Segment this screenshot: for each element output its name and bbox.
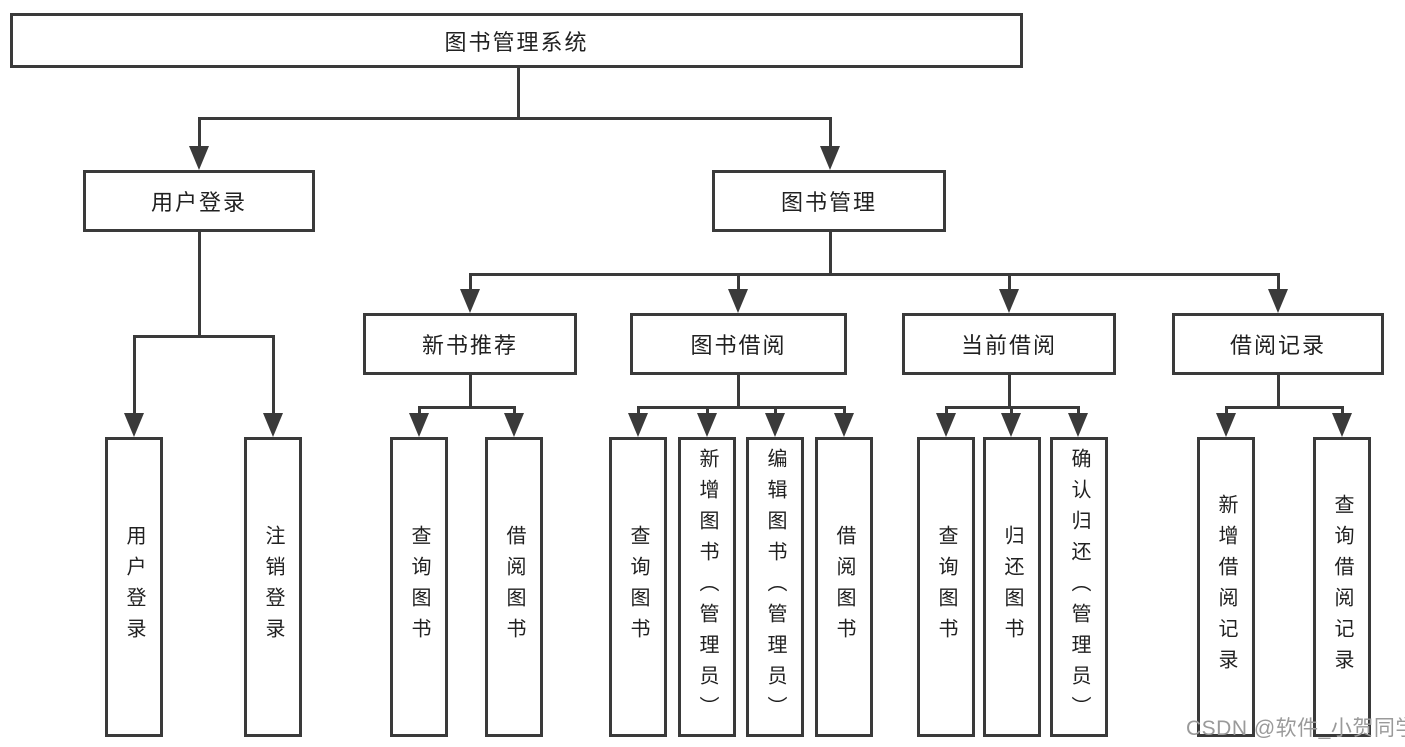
connector-line xyxy=(418,406,421,415)
leaf-borrow-books-recommend-label: 借阅图书 xyxy=(503,525,525,649)
arrow-down-icon xyxy=(1001,413,1021,437)
leaf-query-books-borrowing-label: 查询图书 xyxy=(627,525,649,649)
leaf-logout: 注销登录 xyxy=(244,437,302,737)
connector-line xyxy=(706,406,709,415)
arrow-down-icon xyxy=(765,413,785,437)
node-root: 图书管理系统 xyxy=(10,13,1023,68)
arrow-down-icon xyxy=(189,146,209,170)
connector-line xyxy=(198,117,201,149)
node-book-management: 图书管理 xyxy=(712,170,946,232)
connector-line xyxy=(737,375,740,409)
connector-line xyxy=(513,406,516,415)
connector-line xyxy=(133,335,136,415)
arrow-down-icon xyxy=(1068,413,1088,437)
connector-line xyxy=(469,375,472,409)
node-borrowing-records-label: 借阅记录 xyxy=(1229,333,1326,358)
connector-line xyxy=(829,117,832,149)
leaf-query-books-recommend: 查询图书 xyxy=(390,437,448,737)
connector-line xyxy=(1277,375,1280,409)
node-current-borrowing: 当前借阅 xyxy=(902,313,1116,375)
node-new-book-recommendation: 新书推荐 xyxy=(363,313,577,375)
arrow-down-icon xyxy=(1268,289,1288,313)
leaf-add-borrow-record: 新增借阅记录 xyxy=(1197,437,1255,737)
connector-line xyxy=(1010,406,1013,415)
connector-line xyxy=(737,273,740,293)
connector-line xyxy=(1277,273,1280,293)
connector-line xyxy=(418,406,515,409)
connector-line xyxy=(1008,273,1011,293)
leaf-borrow-books-borrowing-label: 借阅图书 xyxy=(833,525,855,649)
leaf-return-books-label: 归还图书 xyxy=(1001,525,1023,649)
leaf-query-books-recommend-label: 查询图书 xyxy=(408,525,430,649)
connector-line xyxy=(469,273,1280,276)
arrow-down-icon xyxy=(628,413,648,437)
node-root-label: 图书管理系统 xyxy=(444,29,589,55)
connector-line xyxy=(1077,406,1080,415)
leaf-query-books-current: 查询图书 xyxy=(917,437,975,737)
node-user-login-label: 用户登录 xyxy=(150,190,247,215)
connector-line xyxy=(1341,406,1344,415)
arrow-down-icon xyxy=(820,146,840,170)
leaf-query-borrow-record: 查询借阅记录 xyxy=(1313,437,1371,737)
arrow-down-icon xyxy=(697,413,717,437)
leaf-logout-label: 注销登录 xyxy=(262,525,284,649)
arrow-down-icon xyxy=(504,413,524,437)
connector-line xyxy=(637,406,640,415)
arrow-down-icon xyxy=(936,413,956,437)
leaf-edit-book-admin: 编辑图书（管理员） xyxy=(746,437,804,737)
connector-line xyxy=(829,232,832,276)
connector-line xyxy=(198,117,832,120)
leaf-borrow-books-recommend: 借阅图书 xyxy=(485,437,543,737)
arrow-down-icon xyxy=(728,289,748,313)
connector-line xyxy=(517,66,520,120)
leaf-add-book-admin-label: 新增图书（管理员） xyxy=(696,447,718,727)
leaf-add-borrow-record-label: 新增借阅记录 xyxy=(1215,494,1237,680)
leaf-user-login-label: 用户登录 xyxy=(123,525,145,649)
leaf-query-books-borrowing: 查询图书 xyxy=(609,437,667,737)
node-book-borrowing: 图书借阅 xyxy=(630,313,847,375)
connector-line xyxy=(637,406,845,409)
connector-line xyxy=(133,335,274,338)
node-current-borrowing-label: 当前借阅 xyxy=(960,333,1057,358)
arrow-down-icon xyxy=(1216,413,1236,437)
arrow-down-icon xyxy=(409,413,429,437)
arrow-down-icon xyxy=(460,289,480,313)
leaf-query-books-current-label: 查询图书 xyxy=(935,525,957,649)
connector-line xyxy=(1225,406,1343,409)
leaf-add-book-admin: 新增图书（管理员） xyxy=(678,437,736,737)
node-borrowing-records: 借阅记录 xyxy=(1172,313,1384,375)
connector-line xyxy=(272,335,275,415)
connector-line xyxy=(774,406,777,415)
arrow-down-icon xyxy=(999,289,1019,313)
leaf-confirm-return-admin: 确认归还（管理员） xyxy=(1050,437,1108,737)
connector-line xyxy=(843,406,846,415)
arrow-down-icon xyxy=(1332,413,1352,437)
connector-line xyxy=(469,273,472,293)
node-book-borrowing-label: 图书借阅 xyxy=(690,333,787,358)
connector-line xyxy=(1008,375,1011,409)
leaf-user-login: 用户登录 xyxy=(105,437,163,737)
connector-line xyxy=(945,406,948,415)
leaf-query-borrow-record-label: 查询借阅记录 xyxy=(1331,494,1353,680)
watermark: CSDN @软件_小贺同学 xyxy=(1186,717,1405,740)
arrow-down-icon xyxy=(834,413,854,437)
connector-line xyxy=(198,232,201,338)
leaf-borrow-books-borrowing: 借阅图书 xyxy=(815,437,873,737)
leaf-return-books: 归还图书 xyxy=(983,437,1041,737)
connector-line xyxy=(1225,406,1228,415)
node-book-management-label: 图书管理 xyxy=(780,190,877,215)
leaf-confirm-return-admin-label: 确认归还（管理员） xyxy=(1068,447,1090,727)
arrow-down-icon xyxy=(124,413,144,437)
arrow-down-icon xyxy=(263,413,283,437)
leaf-edit-book-admin-label: 编辑图书（管理员） xyxy=(764,447,786,727)
node-user-login: 用户登录 xyxy=(83,170,315,232)
node-new-book-recommendation-label: 新书推荐 xyxy=(421,333,518,358)
